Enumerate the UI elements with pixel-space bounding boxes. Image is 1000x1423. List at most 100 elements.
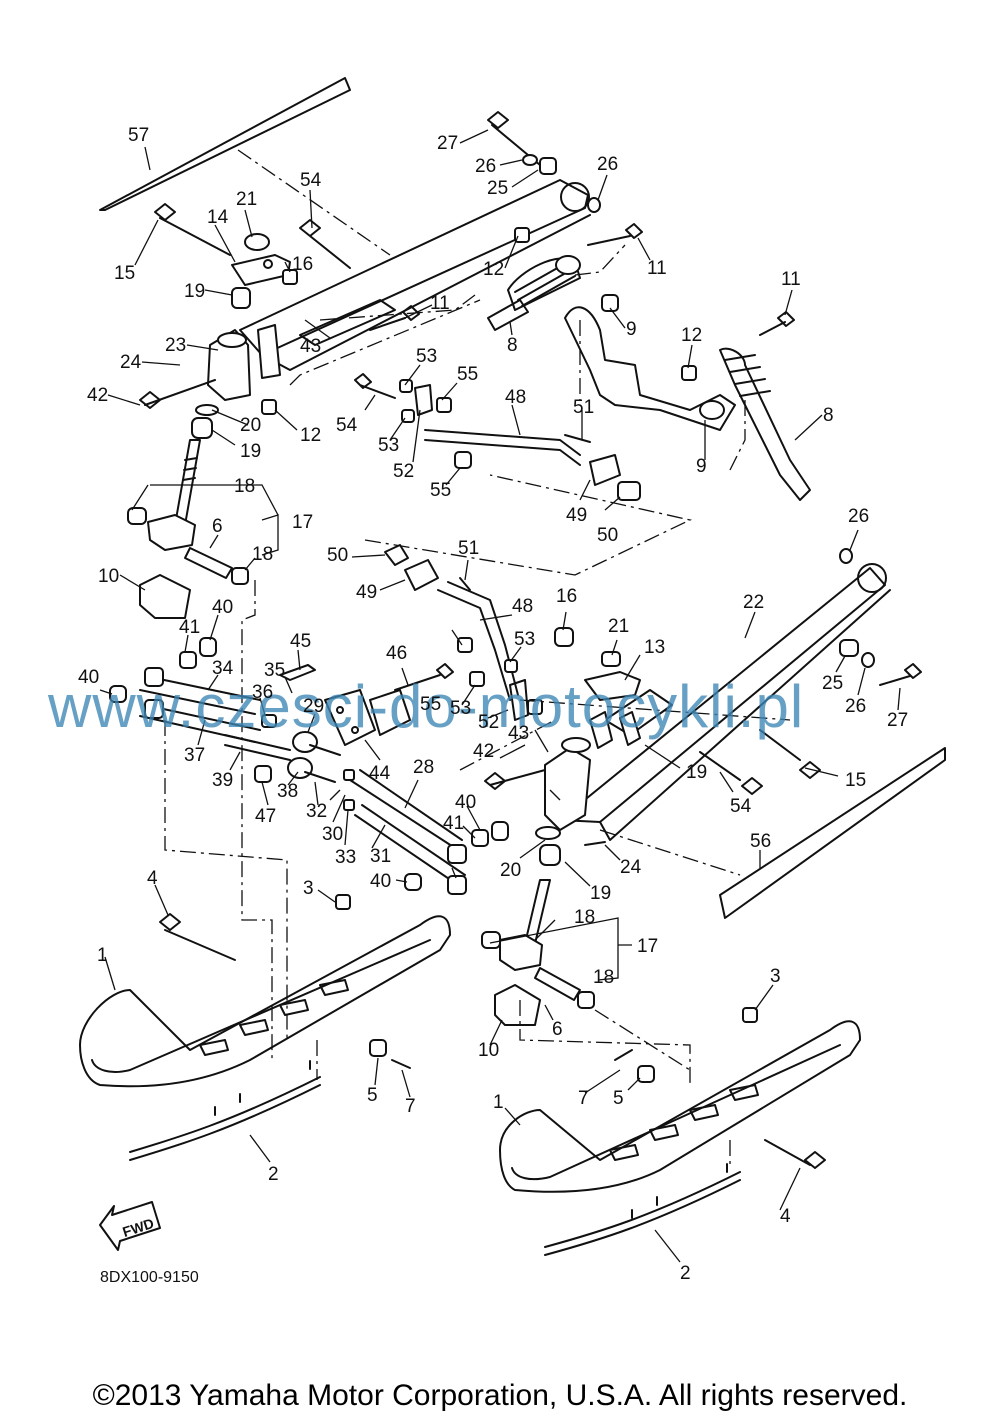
callout-19: 19	[184, 281, 205, 302]
callout-40-left: 40	[78, 667, 99, 688]
callout-49-mid: 49	[356, 582, 377, 603]
callout-42: 42	[87, 385, 108, 406]
callout-labels: 57 54 21 14 15 16 19 23 24 42 43 20 19 1…	[78, 125, 908, 1284]
callout-50-mid: 50	[327, 545, 348, 566]
leader-lines	[99, 129, 901, 1263]
callout-7: 7	[405, 1096, 416, 1117]
copyright-notice: ©2013 Yamaha Motor Corporation, U.S.A. A…	[92, 1379, 908, 1412]
callout-18-lower: 18	[252, 544, 273, 565]
callout-31: 31	[370, 846, 391, 867]
callout-26-far-right: 26	[848, 506, 869, 527]
diagram-code: 8DX100-9150	[100, 1269, 199, 1286]
callout-22: 22	[743, 592, 764, 613]
callout-48: 48	[505, 387, 526, 408]
callout-43: 43	[300, 336, 321, 357]
fwd-label: FWD	[121, 1215, 156, 1240]
callout-26-lower-right: 26	[845, 696, 866, 717]
callout-35: 35	[264, 660, 285, 681]
callout-24-right: 24	[620, 857, 642, 878]
callout-39: 39	[212, 770, 233, 791]
callout-12-shock: 12	[483, 259, 504, 280]
shock-absorber-upper	[487, 223, 643, 331]
callout-50: 50	[597, 525, 618, 546]
callout-19-lower: 19	[240, 441, 261, 462]
callout-24: 24	[120, 352, 142, 373]
callout-36: 36	[252, 682, 273, 703]
callout-55-mid: 55	[420, 694, 441, 715]
callout-23: 23	[165, 335, 186, 356]
callout-52: 52	[393, 461, 414, 482]
callout-57: 57	[128, 125, 149, 146]
callout-25-right: 25	[822, 673, 843, 694]
arm-bracket-upper-right	[564, 294, 736, 431]
callout-33: 33	[335, 847, 356, 868]
callout-1-right: 1	[493, 1092, 504, 1113]
callout-51-mid: 51	[458, 538, 479, 559]
callout-53: 53	[416, 346, 437, 367]
callout-20-right: 20	[500, 860, 521, 881]
watermark-text: www.czesci-do-motocykli.pl	[47, 673, 804, 740]
callout-53-mid: 53	[450, 698, 471, 719]
callout-46: 46	[386, 643, 407, 664]
callout-41: 41	[179, 617, 200, 638]
callout-15: 15	[114, 263, 135, 284]
callout-7-right: 7	[578, 1088, 589, 1109]
spindle-left	[109, 439, 249, 703]
callout-18-right: 18	[574, 907, 595, 928]
callout-54: 54	[300, 170, 322, 191]
callout-52-mid: 52	[478, 712, 499, 733]
callout-6: 6	[212, 516, 223, 537]
callout-14: 14	[207, 207, 229, 228]
callout-19-right-lower: 19	[590, 883, 611, 904]
callout-8: 8	[507, 335, 518, 356]
callout-11-mid: 11	[430, 293, 450, 314]
callout-55-lower: 55	[430, 480, 451, 501]
callout-30: 30	[322, 824, 343, 845]
callout-10-right: 10	[478, 1040, 499, 1061]
callout-27-right: 27	[887, 710, 908, 731]
callout-3-right: 3	[770, 966, 781, 987]
callout-16-right: 16	[556, 586, 577, 607]
small-parts-upper-left	[191, 154, 601, 439]
callout-1: 1	[97, 945, 108, 966]
callout-54-mid: 54	[336, 415, 358, 436]
callout-25: 25	[487, 178, 508, 199]
spindle-upper-left	[207, 324, 281, 401]
bracket-14	[231, 254, 291, 286]
callout-18-right-lower: 18	[593, 967, 614, 988]
callout-56: 56	[750, 831, 771, 852]
callout-4: 4	[147, 868, 158, 889]
callout-55: 55	[457, 364, 478, 385]
callout-21: 21	[236, 189, 257, 210]
callout-53-lower: 53	[378, 435, 399, 456]
decal-56	[719, 747, 946, 919]
right-arm-22	[559, 563, 891, 841]
callout-16: 16	[292, 254, 313, 275]
callout-43-right: 43	[508, 723, 529, 744]
ski-left	[79, 894, 451, 1088]
callout-49: 49	[566, 505, 587, 526]
callout-13: 13	[644, 637, 665, 658]
bolts-upper-left	[139, 111, 541, 409]
callout-18: 18	[234, 476, 255, 497]
callout-40: 40	[212, 597, 233, 618]
callout-15-right: 15	[845, 770, 866, 791]
callout-12: 12	[300, 425, 321, 446]
rods-28-31	[343, 769, 509, 895]
callout-21-right: 21	[608, 616, 629, 637]
callout-44: 44	[369, 763, 391, 784]
callout-10: 10	[98, 566, 119, 587]
stabilizer-link-upper	[354, 305, 641, 501]
ski-right	[499, 1007, 861, 1193]
callout-19-right: 19	[686, 762, 707, 783]
callout-6-right: 6	[552, 1019, 563, 1040]
callout-2-right: 2	[680, 1263, 691, 1284]
shock-absorber-right	[681, 311, 811, 501]
callout-32: 32	[306, 801, 327, 822]
bolts-right	[484, 548, 922, 866]
callout-54-right: 54	[730, 796, 752, 817]
callout-40-lower: 40	[370, 871, 391, 892]
callout-28: 28	[413, 757, 434, 778]
callout-41-mid: 41	[443, 813, 464, 834]
